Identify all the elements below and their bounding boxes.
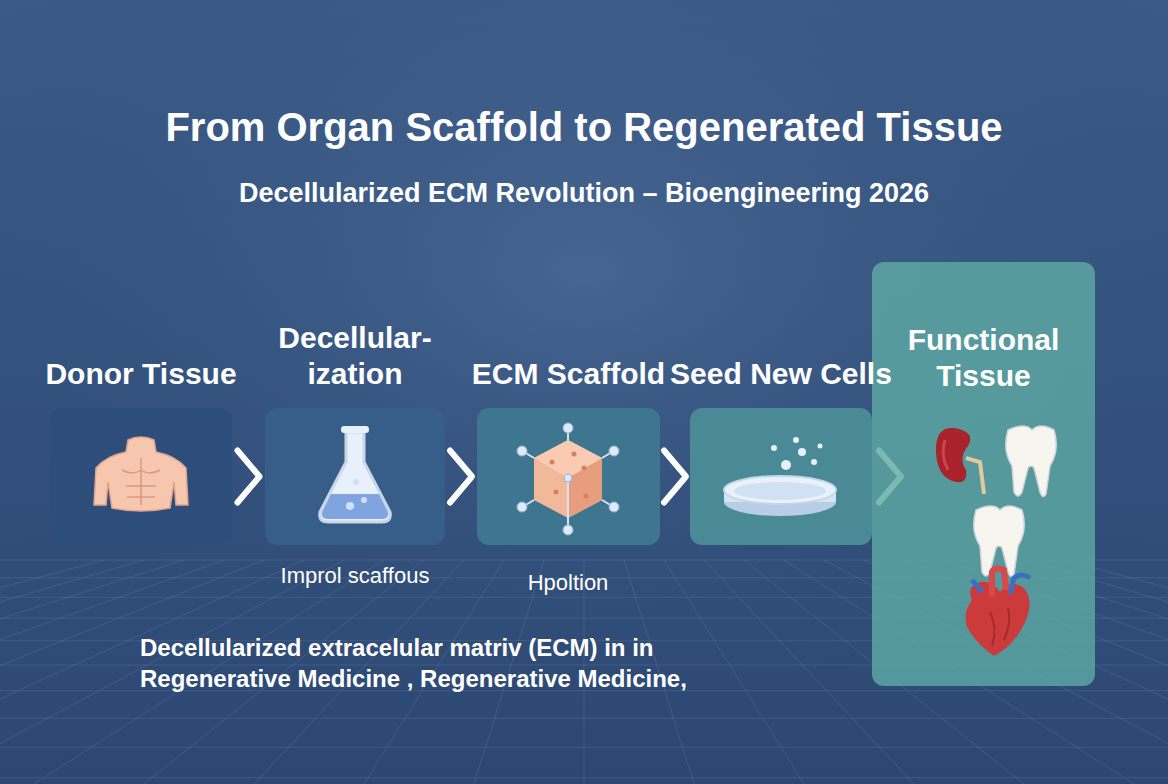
process-box: Seed New Cells xyxy=(690,408,872,545)
text-label: Decellularized ECM Revolution – Bioengin… xyxy=(84,178,1084,209)
process-box: Decellular- ization xyxy=(265,408,445,545)
kidney-icon xyxy=(936,428,984,494)
process-box: ECM Scaffold xyxy=(477,408,660,545)
step-heading: Functional Tissue xyxy=(880,322,1087,394)
flask-icon xyxy=(320,426,391,522)
result-panel: Functional Tissue xyxy=(872,262,1095,686)
scaffold-cube-icon xyxy=(517,423,619,535)
chevron-arrow xyxy=(445,451,477,503)
step-heading: ECM Scaffold xyxy=(454,356,684,392)
arrow-head xyxy=(238,451,260,503)
grid-line xyxy=(0,560,104,784)
chevron-arrow xyxy=(660,451,690,503)
process-box: Donor Tissue xyxy=(50,408,232,545)
text-label: Hpoltion xyxy=(458,570,678,596)
chevron-arrow xyxy=(232,451,265,503)
caption: Decellularized extracelular matriv (ECM)… xyxy=(140,632,800,694)
step-heading: Decellular- ization xyxy=(240,320,470,392)
step-heading: Donor Tissue xyxy=(26,356,256,392)
diagram-title: From Organ Scaffold to Regenerated Tissu… xyxy=(0,105,1168,150)
torso-icon xyxy=(94,437,188,511)
petri-dish-icon xyxy=(724,437,836,516)
arrow-head xyxy=(450,451,472,503)
step-heading: Seed New Cells xyxy=(666,356,896,392)
arrow-head xyxy=(664,451,686,503)
text-label: Improl scaffous xyxy=(225,563,485,589)
grid-line xyxy=(0,560,144,784)
heart-icon xyxy=(966,568,1030,656)
tooth-icon xyxy=(974,426,1057,577)
